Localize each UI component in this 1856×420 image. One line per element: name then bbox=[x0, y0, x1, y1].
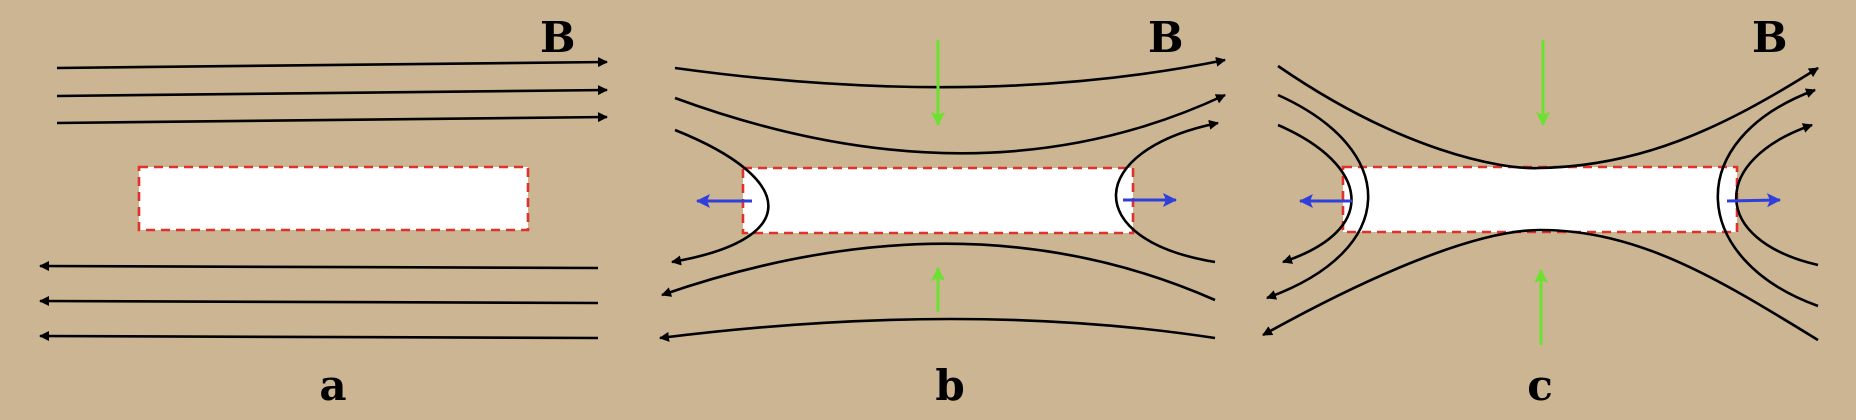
field-line bbox=[1716, 88, 1819, 308]
field-line bbox=[661, 242, 1216, 302]
field-line bbox=[39, 261, 599, 272]
field-line bbox=[56, 112, 608, 125]
panel-label: c bbox=[1527, 361, 1553, 410]
panel-b-field-lines bbox=[659, 56, 1226, 342]
panel-c: B c bbox=[1262, 13, 1819, 410]
field-label: B bbox=[540, 13, 576, 62]
panel-b: B b bbox=[659, 13, 1226, 410]
field-line bbox=[1114, 119, 1219, 264]
field-label: B bbox=[1752, 13, 1788, 62]
field-line bbox=[659, 317, 1216, 342]
outflow-arrow-right bbox=[1726, 193, 1781, 208]
panel-label: b bbox=[935, 361, 964, 410]
panel-c-outflow-arrows bbox=[1299, 193, 1781, 208]
panel-b-outflow-arrows bbox=[696, 193, 1177, 208]
panel-label: a bbox=[319, 361, 346, 410]
field-line bbox=[671, 128, 770, 266]
field-line bbox=[674, 56, 1226, 89]
panel-a: B a bbox=[39, 13, 608, 410]
panel-a-field-lines bbox=[39, 57, 608, 342]
panel-c-field-lines bbox=[1262, 64, 1819, 342]
current-sheet bbox=[1341, 165, 1739, 234]
current-sheet bbox=[137, 165, 530, 232]
field-label: B bbox=[1148, 13, 1184, 62]
field-line bbox=[1734, 123, 1819, 267]
field-line bbox=[39, 296, 599, 307]
field-line bbox=[1277, 123, 1353, 264]
current-sheet bbox=[741, 166, 1135, 235]
field-line bbox=[1277, 64, 1819, 170]
field-line bbox=[1262, 228, 1819, 342]
field-line bbox=[56, 85, 608, 98]
panel-c-inflow-arrows bbox=[1534, 40, 1550, 345]
field-line bbox=[56, 57, 608, 70]
field-line bbox=[674, 93, 1226, 155]
field-line bbox=[39, 331, 599, 342]
field-line bbox=[1266, 93, 1370, 300]
